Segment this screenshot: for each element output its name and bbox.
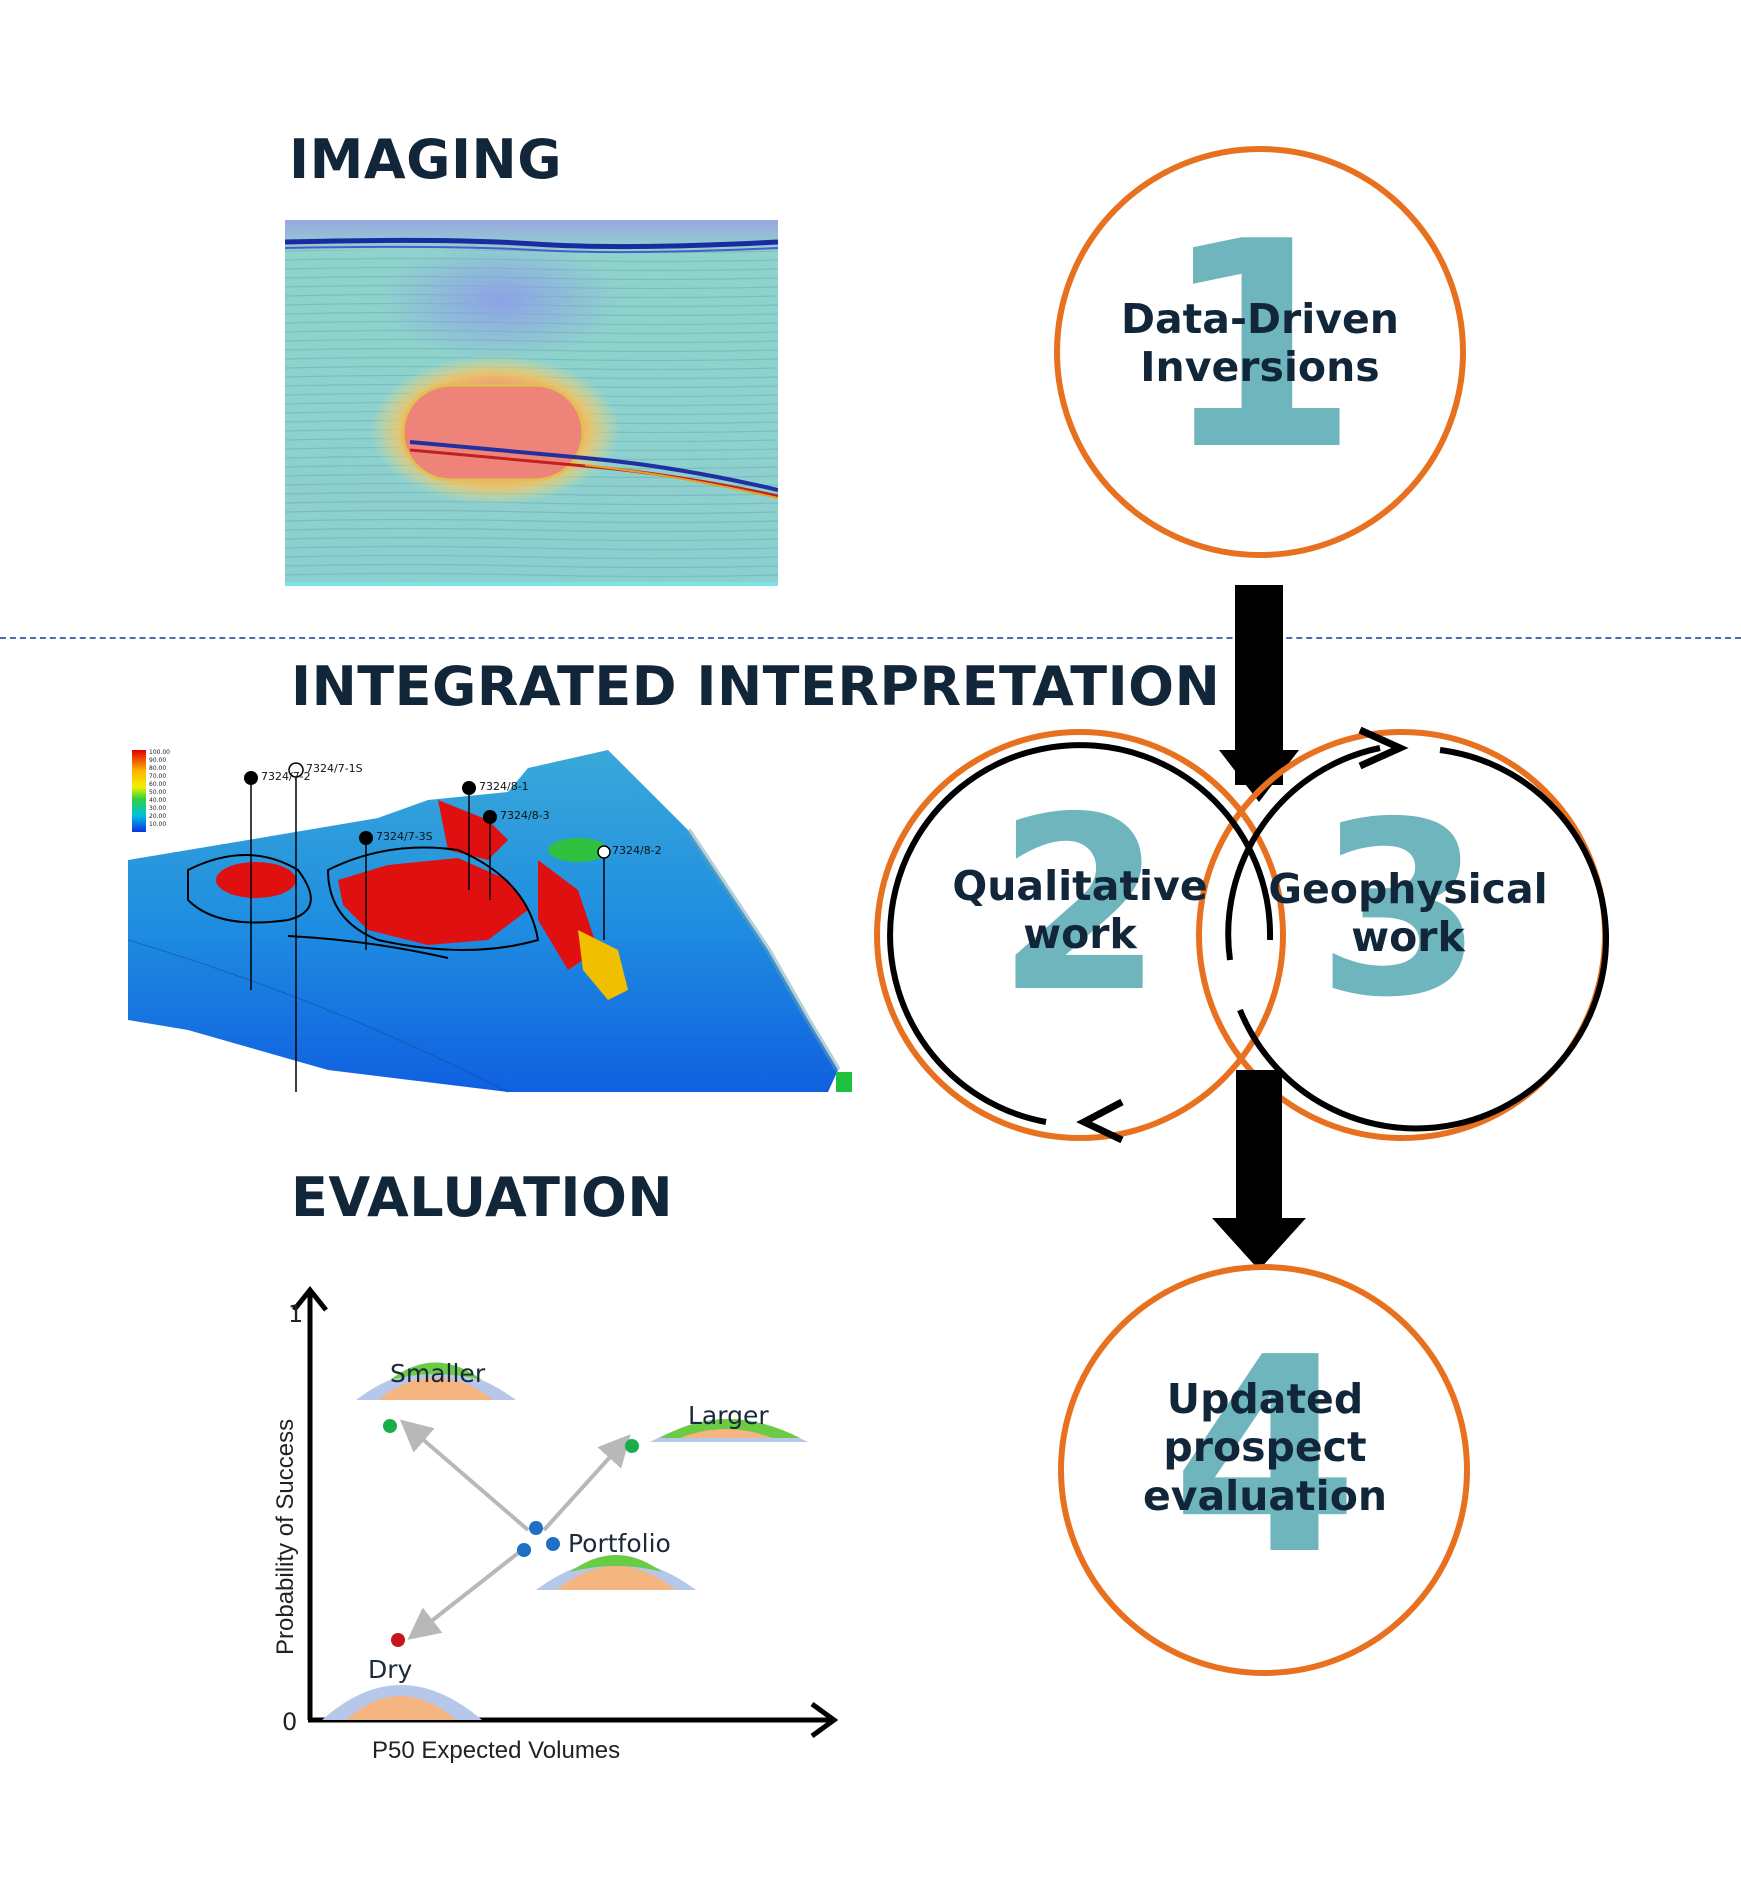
well-label: 7324/7-1S bbox=[306, 762, 363, 775]
step-4-circle bbox=[1058, 1264, 1470, 1676]
x-axis-arrow bbox=[810, 1701, 839, 1739]
well-label: 7324/8-1 bbox=[479, 780, 529, 793]
smaller-mound-icon bbox=[356, 1362, 516, 1400]
step-1-number: 1 bbox=[1160, 181, 1360, 513]
arrow-down-2 bbox=[1236, 1070, 1282, 1218]
portfolio-point bbox=[529, 1521, 543, 1535]
y-min-label: 0 bbox=[282, 1708, 297, 1736]
section-title-integrated: INTEGRATED INTERPRETATION bbox=[291, 655, 1221, 718]
step-4-label-line: prospect bbox=[1163, 1423, 1367, 1472]
portfolio-point bbox=[517, 1543, 531, 1557]
cycle-arc-mid bbox=[1225, 745, 1381, 961]
portfolio-label: Portfolio bbox=[568, 1529, 671, 1558]
step-3-number: 3 bbox=[1316, 770, 1484, 1050]
cycle-arc-left bbox=[887, 742, 1274, 1125]
larger-label: Larger bbox=[688, 1401, 769, 1430]
step-2-number: 2 bbox=[996, 765, 1164, 1045]
portfolio-mound-icon bbox=[536, 1555, 696, 1590]
well-label: 7324/8-3 bbox=[500, 809, 550, 822]
well-label: 7324/7-2 bbox=[261, 770, 311, 783]
colorbar-tick: 50.00 bbox=[149, 789, 166, 796]
step-2-label-line: Qualitative bbox=[952, 862, 1208, 910]
well-label: 7324/8-2 bbox=[612, 844, 662, 857]
cycle-arrowhead-top bbox=[1358, 726, 1409, 770]
step-1-circle bbox=[1054, 146, 1466, 558]
colorbar bbox=[132, 750, 146, 832]
colorbar-tick: 100.00 bbox=[149, 749, 170, 756]
step-4-label-line: Updated bbox=[1166, 1375, 1364, 1423]
colorbar-tick: 10.00 bbox=[149, 821, 166, 828]
step-4-label-line: evaluation bbox=[1142, 1471, 1388, 1520]
dry-point bbox=[391, 1633, 405, 1647]
larger-mound-icon bbox=[650, 1419, 808, 1442]
interpretation-3d-image: 100.00 90.00 80.00 70.00 60.00 50.00 40.… bbox=[128, 749, 852, 1093]
smaller-label: Smaller bbox=[390, 1359, 486, 1388]
section-title-evaluation: EVALUATION bbox=[291, 1166, 674, 1229]
step-1-label-line: Inversions bbox=[1140, 343, 1380, 392]
x-axis-label: P50 Expected Volumes bbox=[372, 1737, 620, 1764]
colorbar-tick: 70.00 bbox=[149, 773, 166, 780]
step-3-label: Geophysical work bbox=[1258, 865, 1558, 962]
step-1-label-line: Data-Driven bbox=[1120, 295, 1399, 343]
smaller-point bbox=[383, 1419, 397, 1433]
portfolio-point bbox=[546, 1537, 560, 1551]
cycle-arc-right bbox=[1237, 747, 1610, 1132]
well-label: 7324/7-3S bbox=[376, 830, 433, 843]
larger-point bbox=[625, 1439, 639, 1453]
step-3-label-line: Geophysical bbox=[1268, 865, 1548, 913]
dry-mound-icon bbox=[322, 1685, 482, 1720]
section-divider bbox=[0, 637, 1741, 639]
cycle-arrowhead-bottom bbox=[1076, 1098, 1124, 1144]
arrow-down-2-head bbox=[1212, 1218, 1306, 1270]
colorbar-tick: 80.00 bbox=[149, 765, 166, 772]
y-max-label: 1 bbox=[288, 1300, 303, 1328]
dry-label: Dry bbox=[368, 1655, 413, 1684]
colorbar-tick: 30.00 bbox=[149, 805, 166, 812]
step-4-number: 4 bbox=[1171, 1299, 1359, 1614]
step-1-label: Data-Driven Inversions bbox=[1085, 295, 1435, 392]
colorbar-tick: 60.00 bbox=[149, 781, 166, 788]
colorbar-tick: 90.00 bbox=[149, 757, 166, 764]
step-2-label-line: work bbox=[1023, 910, 1137, 959]
step-2-label: Qualitative work bbox=[940, 862, 1220, 959]
colorbar-tick: 40.00 bbox=[149, 797, 166, 804]
seismic-image bbox=[285, 220, 778, 586]
step-4-label: Updated prospect evaluation bbox=[1090, 1375, 1440, 1520]
y-axis-arrow bbox=[292, 1285, 328, 1312]
workflow-diagram bbox=[874, 146, 1610, 1676]
y-axis-label: Probability of Success bbox=[272, 1419, 299, 1655]
evaluation-chart: 1 0 Probability of Success P50 Expected … bbox=[272, 1285, 839, 1764]
section-title-imaging: IMAGING bbox=[289, 128, 563, 191]
colorbar-tick: 20.00 bbox=[149, 813, 166, 820]
arrow-down-1-head bbox=[1219, 750, 1299, 802]
step-3-label-line: work bbox=[1351, 913, 1465, 962]
step-2-circle bbox=[874, 729, 1286, 1141]
